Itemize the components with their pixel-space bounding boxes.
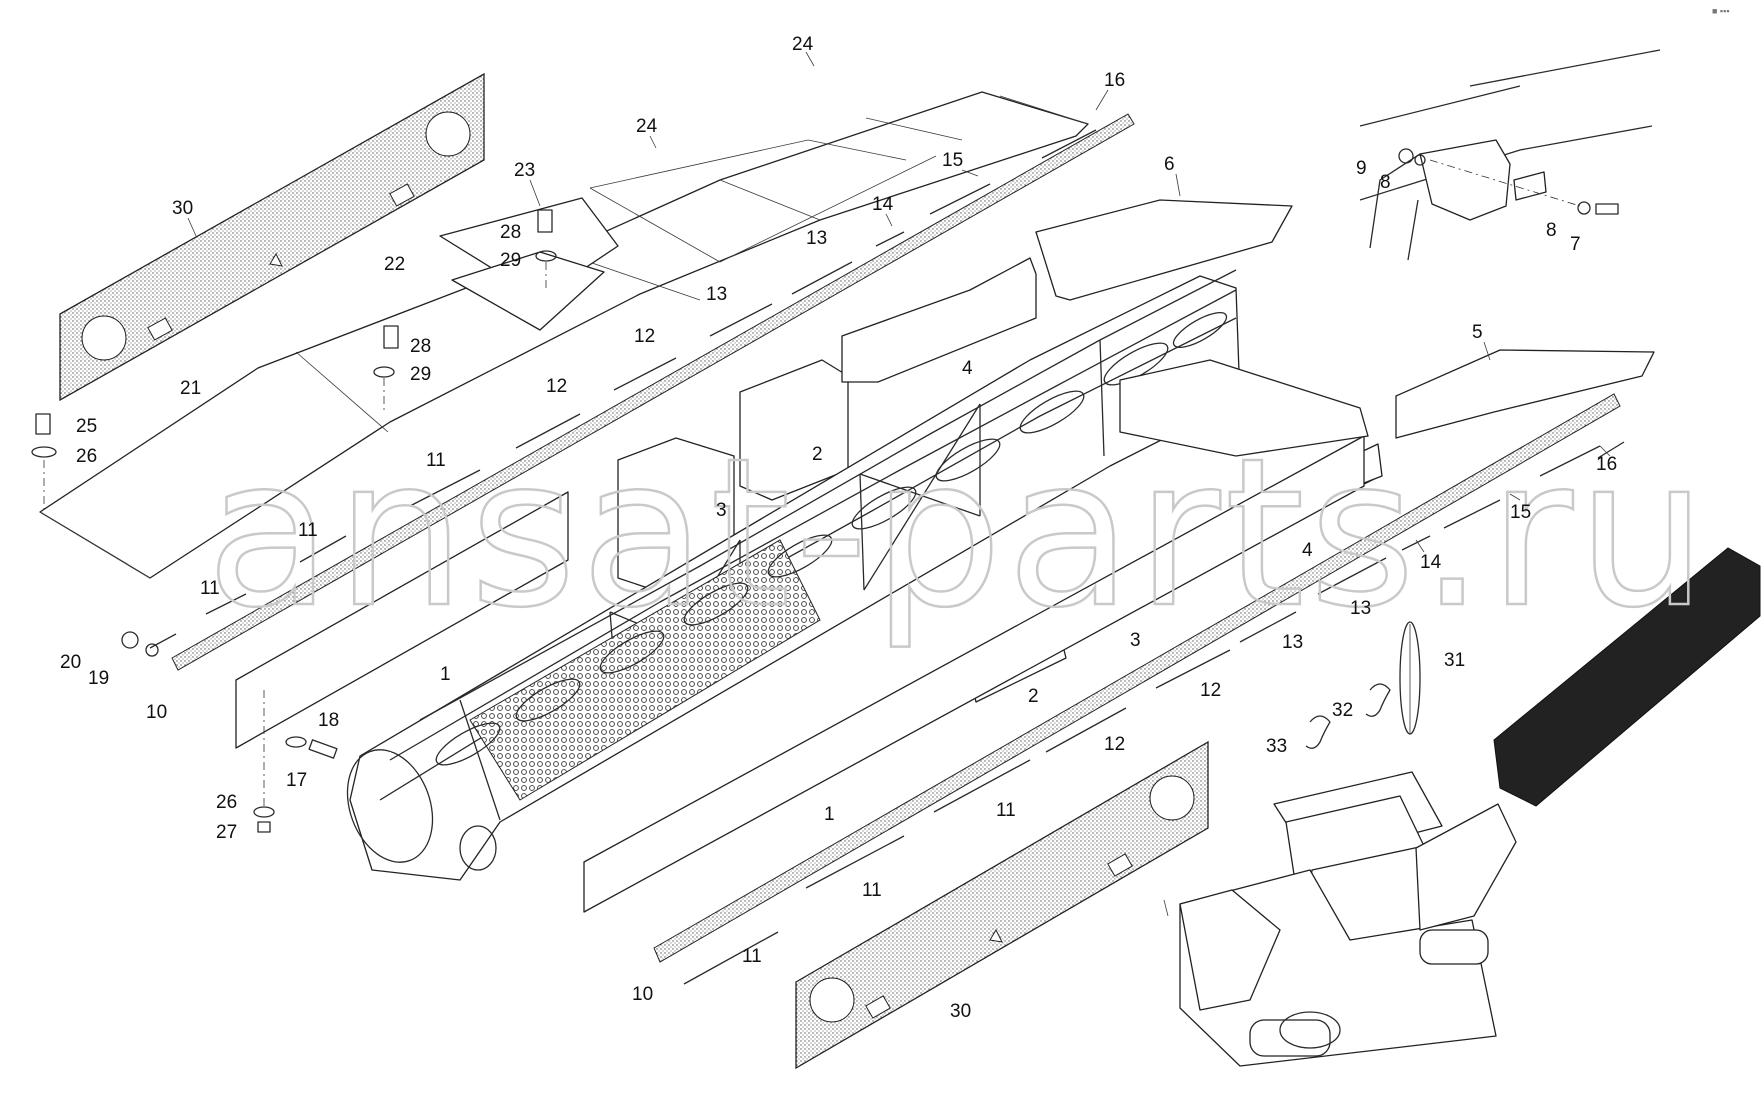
callout-31: 31	[1444, 650, 1465, 671]
callout-17: 17	[286, 770, 307, 791]
clamp-strips	[149, 129, 1625, 985]
callout-23: 23	[514, 160, 535, 181]
callout-14: 14	[1420, 552, 1442, 573]
belt-skirt-10-lower	[653, 393, 1621, 963]
callout-11: 11	[862, 880, 882, 901]
side-panel-30-lower	[795, 740, 1209, 1070]
belt-skirt-10-upper	[171, 113, 1135, 671]
callout-15: 15	[1510, 502, 1531, 523]
callout-13: 13	[1350, 598, 1371, 619]
callout-21: 21	[180, 378, 201, 399]
callout-12: 12	[1104, 734, 1125, 755]
callout-1: 1	[440, 664, 451, 685]
callout-14: 14	[872, 194, 894, 215]
milling-machine-thumbnail	[1179, 547, 1761, 1067]
callout-24: 24	[792, 34, 814, 55]
callout-29: 29	[410, 364, 431, 385]
callout-6: 6	[1164, 154, 1175, 175]
callout-24: 24	[636, 116, 658, 137]
callout-28: 28	[410, 336, 431, 357]
callout-33: 33	[1266, 736, 1287, 757]
callout-5: 5	[1472, 322, 1483, 343]
callout-9: 9	[1356, 158, 1367, 179]
callout-15: 15	[942, 150, 963, 171]
callout-16: 16	[1104, 70, 1125, 91]
callout-28: 28	[500, 222, 521, 243]
callout-labels: 30 30 24 24 16 16 23 28 28 29 29 22 21 2…	[60, 34, 1617, 1022]
callout-32: 32	[1332, 700, 1353, 721]
callout-20: 20	[60, 652, 81, 673]
callout-3: 3	[1130, 630, 1141, 651]
callout-12: 12	[546, 376, 567, 397]
callout-12: 12	[1200, 680, 1221, 701]
callout-27: 27	[216, 822, 237, 843]
callout-11: 11	[426, 450, 446, 471]
callout-25: 25	[76, 416, 97, 437]
callout-1: 1	[824, 804, 835, 825]
callout-13: 13	[706, 284, 727, 305]
callout-26: 26	[76, 446, 97, 467]
callout-8: 8	[1546, 220, 1557, 241]
mount-detail-inset	[1359, 49, 1661, 261]
callout-11: 11	[200, 578, 220, 599]
callout-11: 11	[996, 800, 1016, 821]
callout-13: 13	[806, 228, 827, 249]
callout-3: 3	[716, 500, 727, 521]
idler-rollers	[435, 312, 1228, 766]
callout-19: 19	[88, 668, 109, 689]
callout-7: 7	[1570, 234, 1581, 255]
corner-mark: ■ ▪▪▪	[1712, 6, 1730, 16]
callout-11: 11	[742, 946, 762, 967]
callout-11: 11	[298, 520, 318, 541]
chain-and-hooks	[1305, 621, 1421, 749]
fasteners	[31, 209, 557, 833]
callout-4: 4	[962, 358, 973, 379]
callout-12: 12	[634, 326, 655, 347]
side-panel-30-upper	[59, 72, 485, 402]
callout-10: 10	[632, 984, 653, 1005]
watermark-text: ansat-parts.ru	[206, 415, 1711, 653]
callout-30: 30	[172, 198, 193, 219]
main-frame	[235, 269, 1369, 913]
callout-2: 2	[812, 444, 823, 465]
callout-13: 13	[1282, 632, 1303, 653]
top-cover-assembly	[39, 91, 1089, 579]
callout-16: 16	[1596, 454, 1617, 475]
callout-18: 18	[318, 710, 339, 731]
callout-22: 22	[384, 254, 405, 275]
callout-8: 8	[1380, 172, 1391, 193]
callout-10: 10	[146, 702, 167, 723]
callout-2: 2	[1028, 686, 1039, 707]
callout-29: 29	[500, 250, 521, 271]
callout-26: 26	[216, 792, 237, 813]
callout-30: 30	[950, 1001, 971, 1022]
callout-4: 4	[1302, 540, 1313, 561]
leader-lines	[187, 51, 1611, 917]
